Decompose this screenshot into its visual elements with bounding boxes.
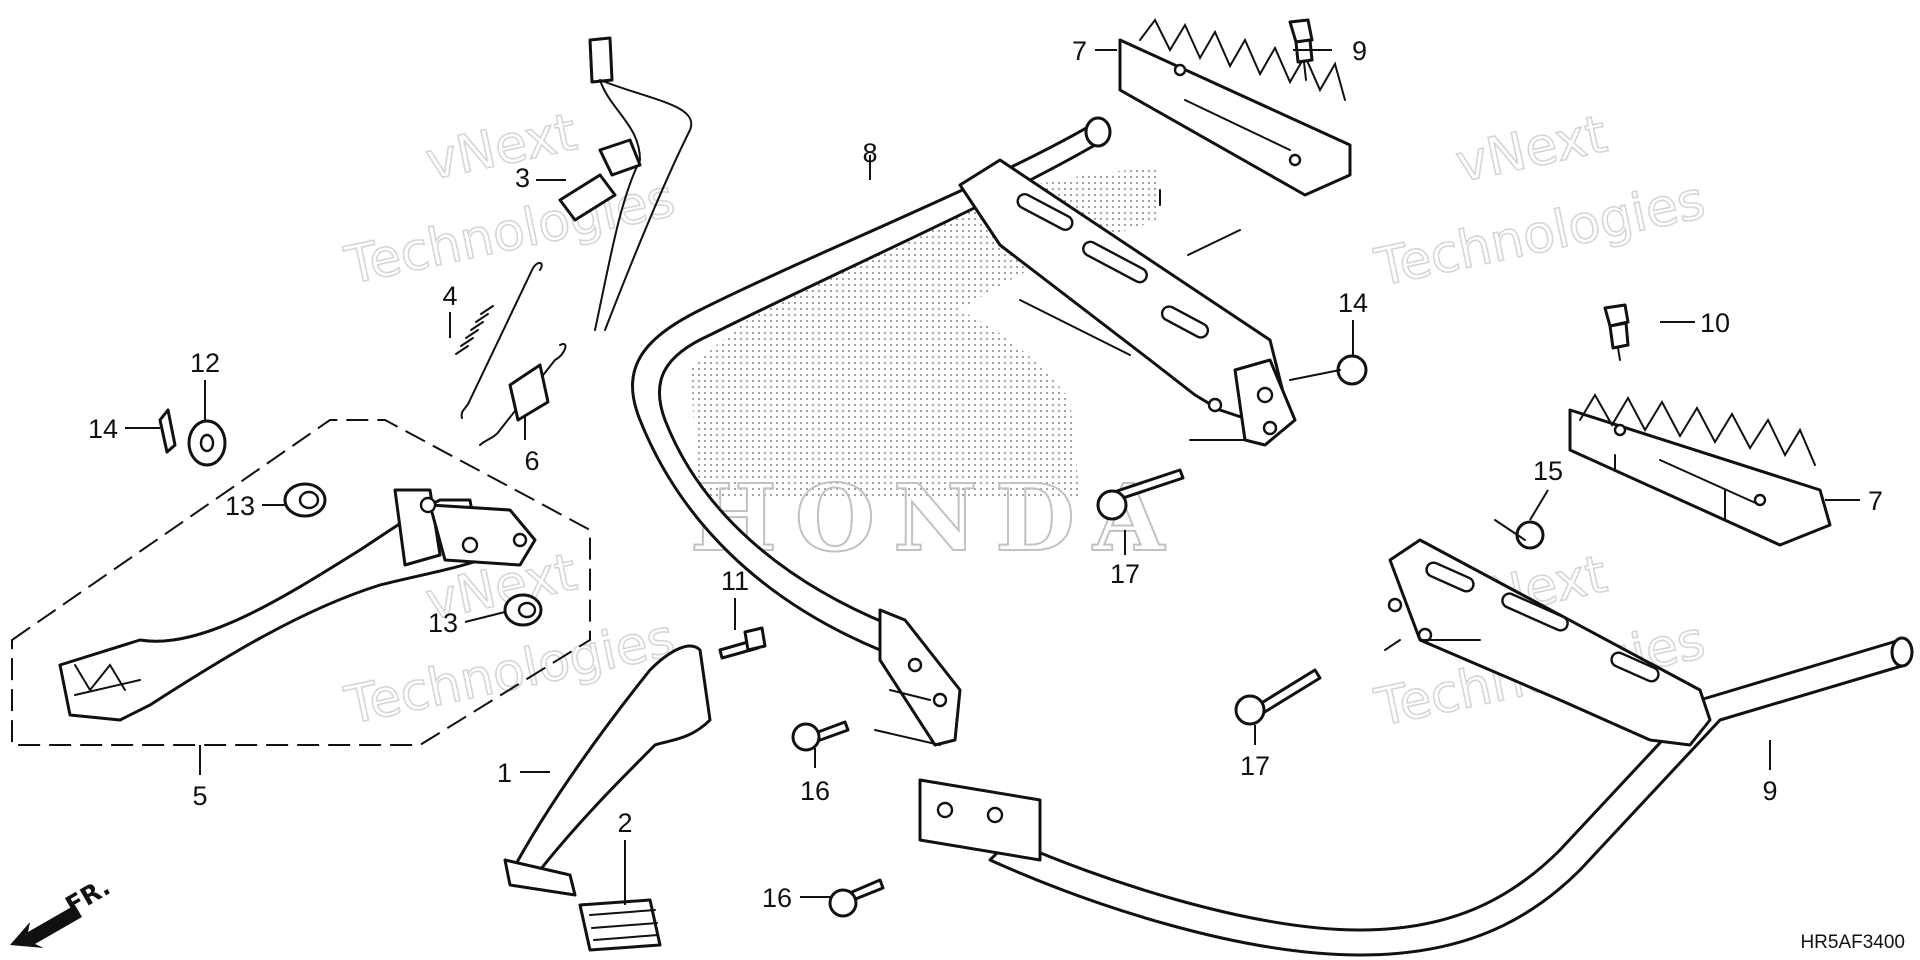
part-7-footrest-lower bbox=[1568, 393, 1832, 547]
callout-10-lower: 10 bbox=[1700, 308, 1730, 338]
part-16-bolt-upper bbox=[791, 720, 850, 752]
callout-14-lower: 15 bbox=[1533, 456, 1563, 486]
part-8-step-bar-front bbox=[631, 116, 1297, 747]
callout-5: 5 bbox=[192, 781, 207, 811]
part-15-cotter-pin bbox=[158, 408, 177, 454]
callout-2: 2 bbox=[617, 808, 632, 838]
callout-15: 14 bbox=[88, 414, 118, 444]
part-11-bolt bbox=[718, 626, 767, 660]
part-3-brake-switch bbox=[558, 36, 693, 331]
part-14-nut-upper bbox=[1336, 354, 1368, 386]
callout-4: 4 bbox=[442, 281, 457, 311]
part-14-nut-lower bbox=[1515, 520, 1545, 550]
part-16-bolt-lower bbox=[828, 878, 885, 918]
callout-16-lower: 16 bbox=[762, 883, 792, 913]
callout-11: 11 bbox=[721, 566, 749, 596]
assembly-guide-lines bbox=[874, 189, 1726, 746]
callout-13-upper: 13 bbox=[225, 491, 255, 521]
watermark-vnext-2: vNext bbox=[1451, 104, 1612, 194]
front-arrow-icon bbox=[10, 905, 82, 948]
part-4-spring-long bbox=[455, 262, 543, 419]
part-5-pedal-assembly bbox=[58, 488, 537, 722]
part-7-footrest-upper bbox=[1118, 18, 1352, 197]
part-12-washer-hole bbox=[199, 433, 215, 453]
callout-10-upper: 9 bbox=[1352, 36, 1367, 66]
part-10-bolt-lower bbox=[1603, 303, 1630, 361]
callout-3: 3 bbox=[515, 163, 530, 193]
part-13-bushing-upper bbox=[283, 482, 327, 518]
part-6-spring-short bbox=[479, 343, 567, 446]
callout-13-lower: 13 bbox=[428, 608, 458, 638]
callout-17-upper: 17 bbox=[1110, 559, 1140, 589]
part-9-step-bar-rear bbox=[918, 538, 1914, 957]
callout-labels: 3 9 10 14 15 7 7 8 9 4 6 12 14 13 13 5 1… bbox=[88, 36, 1883, 913]
callout-7-upper: 7 bbox=[1072, 36, 1087, 66]
watermark-technologies-2: Technologies bbox=[1370, 171, 1710, 299]
part-1-brake-pedal bbox=[503, 644, 712, 897]
part-13-bushing-lower bbox=[503, 593, 543, 627]
part-17-bolt-upper bbox=[1096, 468, 1185, 521]
diagram-code: HR5AF3400 bbox=[1800, 932, 1905, 953]
part-5-assembly-boundary bbox=[11, 419, 591, 746]
callout-17-lower: 17 bbox=[1240, 751, 1270, 781]
callout-9: 9 bbox=[1762, 776, 1777, 806]
callout-14-upper: 14 bbox=[1338, 288, 1368, 318]
callout-12: 12 bbox=[190, 348, 220, 378]
callout-6: 6 bbox=[524, 446, 539, 476]
callout-8: 8 bbox=[862, 138, 877, 168]
front-direction-indicator: FR. bbox=[10, 872, 115, 948]
callout-7-lower: 7 bbox=[1868, 486, 1883, 516]
part-17-bolt-lower bbox=[1234, 668, 1322, 726]
callout-16-upper: 16 bbox=[800, 776, 830, 806]
part-2-pedal-rubber bbox=[578, 898, 662, 952]
callout-1: 1 bbox=[497, 758, 512, 788]
leader-lines bbox=[125, 49, 1860, 905]
